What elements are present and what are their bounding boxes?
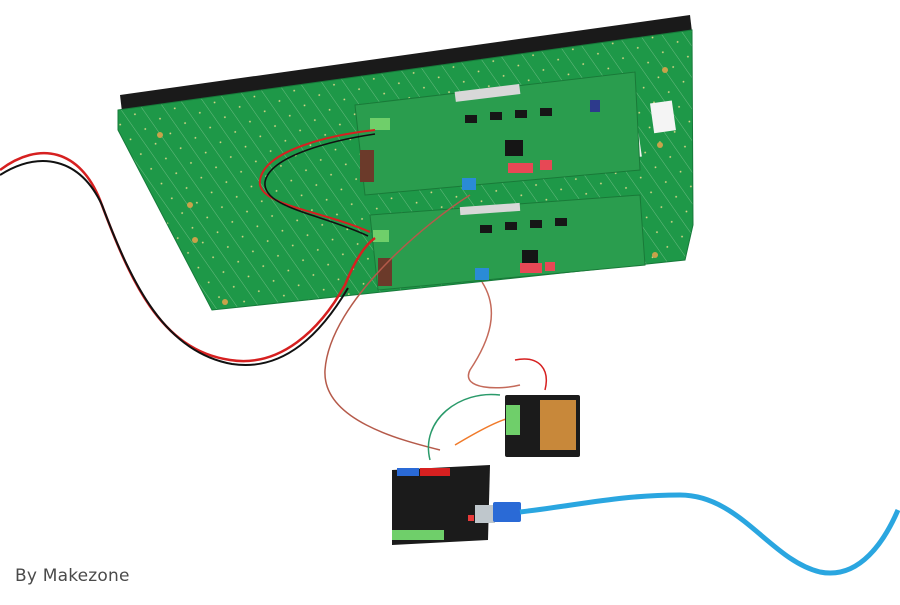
usb-cable: [493, 492, 900, 576]
protoshield: [505, 395, 580, 457]
driver-board-top: [354, 71, 641, 196]
arduino-board: [392, 465, 495, 545]
photo-credit-caption: By Makezone: [15, 566, 130, 586]
power-wires: [0, 129, 547, 461]
driver-board-bottom: [369, 194, 646, 291]
